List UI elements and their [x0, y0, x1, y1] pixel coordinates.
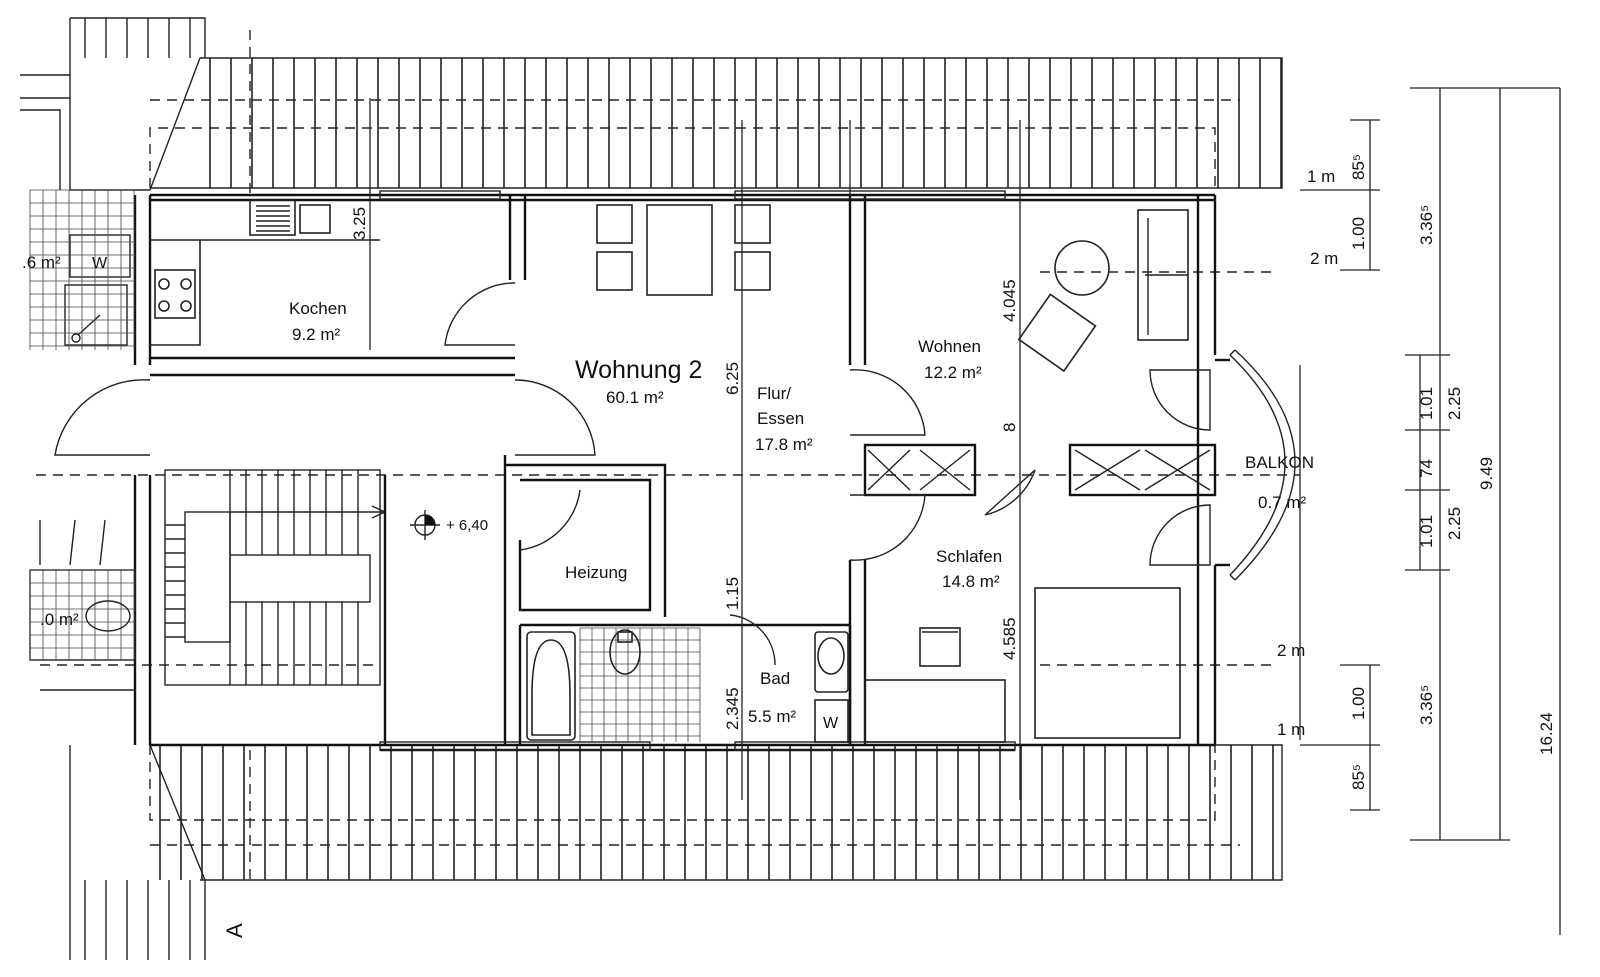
room-kochen-name: Kochen: [289, 299, 347, 318]
dining-set: [596, 204, 771, 296]
dim-74: 74: [1417, 459, 1436, 478]
elevation-marker: [410, 510, 440, 540]
dimension-chains: [1299, 87, 1561, 935]
left-partial-rooms: [20, 109, 136, 691]
dim-height-mid: 2 m: [1310, 249, 1338, 268]
dim-3365-top: 3.36⁵: [1417, 205, 1436, 245]
room-wohnen-name: Wohnen: [918, 337, 981, 356]
living-furniture: [1017, 209, 1189, 373]
dim-height-bot: 1 m: [1277, 720, 1305, 739]
dim-wohnen-width: 4.045: [1000, 279, 1019, 322]
room-flur-area: 17.8 m²: [755, 435, 813, 454]
room-flur-name-2: Essen: [757, 409, 804, 428]
room-balkon-area: 0.7 m²: [1258, 493, 1307, 512]
room-kochen-area: 9.2 m²: [292, 325, 341, 344]
room-bad-area: 5.5 m²: [748, 707, 797, 726]
bathroom-fixtures: [526, 627, 849, 743]
partial-label-bottom: .0 m²: [40, 610, 79, 629]
room-bad-name: Bad: [760, 669, 790, 688]
dim-8: 8: [1000, 423, 1019, 432]
dim-855-bot: 85⁵: [1349, 764, 1368, 790]
dim-855-top: 85⁵: [1349, 154, 1368, 180]
dashed-lines: [36, 30, 1300, 885]
section-label: A: [222, 923, 247, 938]
dim-949: 9.49: [1477, 457, 1496, 490]
apartment-name: Wohnung 2: [575, 356, 702, 384]
dim-1624: 16.24: [1537, 712, 1556, 755]
dim-corridor-width: 6.25: [723, 362, 742, 395]
room-schlafen-area: 14.8 m²: [942, 572, 1000, 591]
dim-101-b: 1.01: [1417, 515, 1436, 548]
partial-label-top: .6 m²: [22, 253, 61, 272]
dim-kitchen-depth: 3.25: [350, 207, 369, 240]
room-wohnen-area: 12.2 m²: [924, 363, 982, 382]
room-flur-name-1: Flur/: [757, 384, 791, 403]
dim-height-top: 1 m: [1307, 167, 1335, 186]
dim-100-top: 1.00: [1349, 217, 1368, 250]
dim-height-mid-b: 2 m: [1277, 641, 1305, 660]
washer-label-bad: W: [823, 715, 839, 732]
walls: [133, 193, 1230, 752]
roof-gable-bottom-left: [69, 744, 206, 960]
staircase: [164, 469, 387, 686]
kitchen-furniture: [150, 199, 380, 346]
dim-3365-bot: 3.36⁵: [1417, 685, 1436, 725]
dim-101-a: 1.01: [1417, 387, 1436, 420]
room-heizung-name: Heizung: [565, 563, 627, 582]
bedroom-furniture: [864, 587, 1181, 743]
room-schlafen-name: Schlafen: [936, 547, 1002, 566]
room-balkon-name: BALKON: [1245, 453, 1314, 472]
roof-top: [150, 57, 1283, 189]
dim-bad-width: 2.345: [723, 687, 742, 730]
dim-225-a: 2.25: [1445, 387, 1464, 420]
dim-schlafen-width: 4.585: [1000, 617, 1019, 660]
roof-gable-top-left: [20, 17, 206, 191]
dim-100-bot: 1.00: [1349, 687, 1368, 720]
elevation-label: + 6,40: [446, 517, 488, 534]
apartment-area: 60.1 m²: [606, 388, 664, 407]
roof-bottom: [150, 744, 1283, 881]
dim-225-b: 2.25: [1445, 507, 1464, 540]
dim-bad-11: 1.15: [723, 577, 742, 610]
doors: [54, 282, 1296, 666]
wardrobes: [867, 449, 1211, 491]
washer-label-left: W: [92, 255, 108, 272]
